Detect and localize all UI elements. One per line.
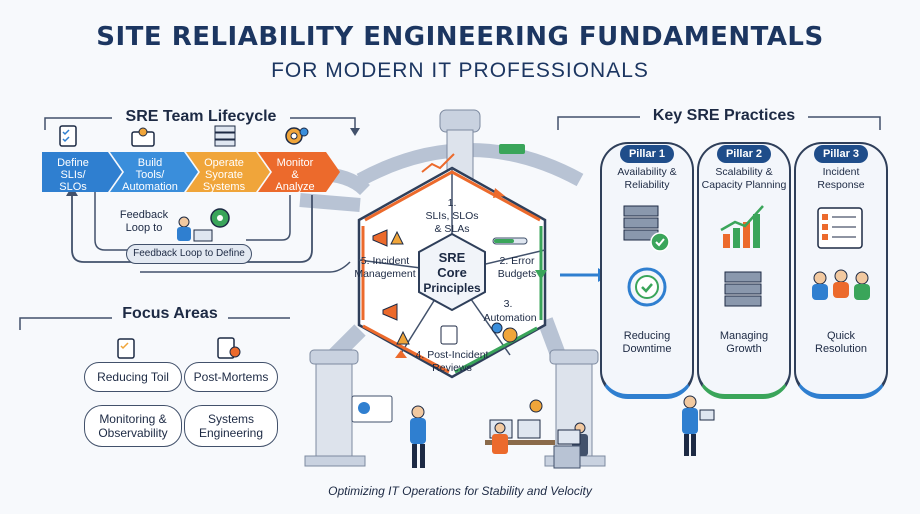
- chevron-operate-label: Operate Syorate Systems: [202, 157, 246, 193]
- pillar-1-head: Pillar 1: [620, 145, 674, 163]
- server-rack-icon: [724, 271, 762, 307]
- pillar-3-bottom-text: Quick Resolution: [815, 330, 867, 355]
- core-principles-hexagon: 1. SLIs, SLOs & SLAs 2. Error Budgets 3.…: [354, 166, 547, 379]
- chevron-define: [42, 152, 122, 192]
- focus-systems-engineering: Systems Engineering: [184, 405, 278, 447]
- svg-text:SLIs, SLOs: SLIs, SLOs: [425, 210, 478, 222]
- pillar-3: Pillar 3 Incident Response Quick Resolut…: [794, 142, 888, 399]
- trend-chart-icon: [421, 153, 455, 173]
- svg-text:1.: 1.: [448, 197, 457, 209]
- chevron-monitor: [258, 152, 340, 192]
- pillar-2-top-text: Scalability & Capacity Planning: [701, 166, 787, 191]
- svg-text:& SLAs: & SLAs: [434, 223, 469, 235]
- team-icon: [812, 269, 870, 300]
- svg-text:SRE: SRE: [439, 250, 466, 265]
- pillar-3-head: Pillar 3: [814, 145, 868, 163]
- checklist-icon: [59, 125, 77, 147]
- practices-title: Key SRE Practices: [652, 107, 796, 124]
- office-people-illustration: [351, 395, 715, 469]
- svg-text:2. Error: 2. Error: [499, 255, 535, 267]
- focus-monitoring: Monitoring & Observability: [84, 405, 182, 447]
- growth-chart-icon: [720, 205, 764, 248]
- svg-text:Reviews: Reviews: [432, 362, 472, 374]
- postmortem-doc-icon: [217, 337, 241, 359]
- pillar-1-bottom-text: Reducing Downtime: [622, 330, 672, 355]
- clipboard-icon: [117, 338, 135, 359]
- pillar-2-bottom-text: Managing Growth: [719, 330, 769, 355]
- tools-icon: [131, 127, 155, 147]
- cog-icon: [210, 208, 230, 228]
- cycle-check-icon: [627, 267, 667, 307]
- svg-text:3.: 3.: [504, 298, 513, 310]
- engineer-laptop-icon: [177, 216, 213, 242]
- svg-text:Principles: Principles: [423, 281, 481, 295]
- chevron-monitor-label: Monitor & Analyze: [275, 157, 315, 193]
- chevron-define-label: Define SLIs/ SLOs: [57, 157, 89, 193]
- footer-tagline: Optimizing IT Operations for Stability a…: [328, 484, 592, 498]
- pillar-2-head: Pillar 2: [717, 145, 771, 163]
- feedback-small-label: Feedback Loop to: [119, 209, 169, 234]
- page-title: SITE RELIABILITY ENGINEERING FUNDAMENTAL…: [96, 22, 824, 52]
- svg-text:Automation: Automation: [483, 312, 536, 324]
- server-icon: [214, 125, 236, 147]
- lifecycle-title: SRE Team Lifecycle: [125, 108, 277, 125]
- focus-reducing-toil: Reducing Toil: [84, 362, 182, 392]
- focus-post-mortems: Post-Mortems: [184, 362, 278, 392]
- gear-icon: [285, 127, 309, 145]
- feedback-loop-banner: Feedback Loop to Define: [126, 244, 252, 264]
- lifecycle-chevrons: [42, 152, 340, 192]
- svg-text:Core: Core: [437, 265, 467, 280]
- pillar-1-top-text: Availability & Reliability: [617, 166, 677, 191]
- checklist-board-icon: [817, 207, 863, 249]
- status-bar-icon: [499, 144, 525, 154]
- chevron-build: [110, 152, 198, 192]
- server-check-icon: [623, 205, 670, 252]
- pillar-1: Pillar 1 Availability & Reliability Redu…: [600, 142, 694, 399]
- svg-text:Management: Management: [354, 268, 415, 280]
- svg-text:4. Post-Incident: 4. Post-Incident: [416, 349, 489, 361]
- svg-text:5. Incident: 5. Incident: [361, 255, 410, 267]
- chevron-operate: [186, 152, 270, 192]
- pillar-3-top-text: Incident Response: [817, 166, 865, 191]
- chevron-build-label: Build Tools/ Automation: [122, 157, 178, 193]
- page-subtitle: FOR MODERN IT PROFESSIONALS: [271, 59, 649, 82]
- focus-title: Focus Areas: [122, 305, 218, 322]
- pillar-2: Pillar 2 Scalability & Capacity Planning…: [697, 142, 791, 399]
- svg-text:Budgets: Budgets: [498, 268, 537, 280]
